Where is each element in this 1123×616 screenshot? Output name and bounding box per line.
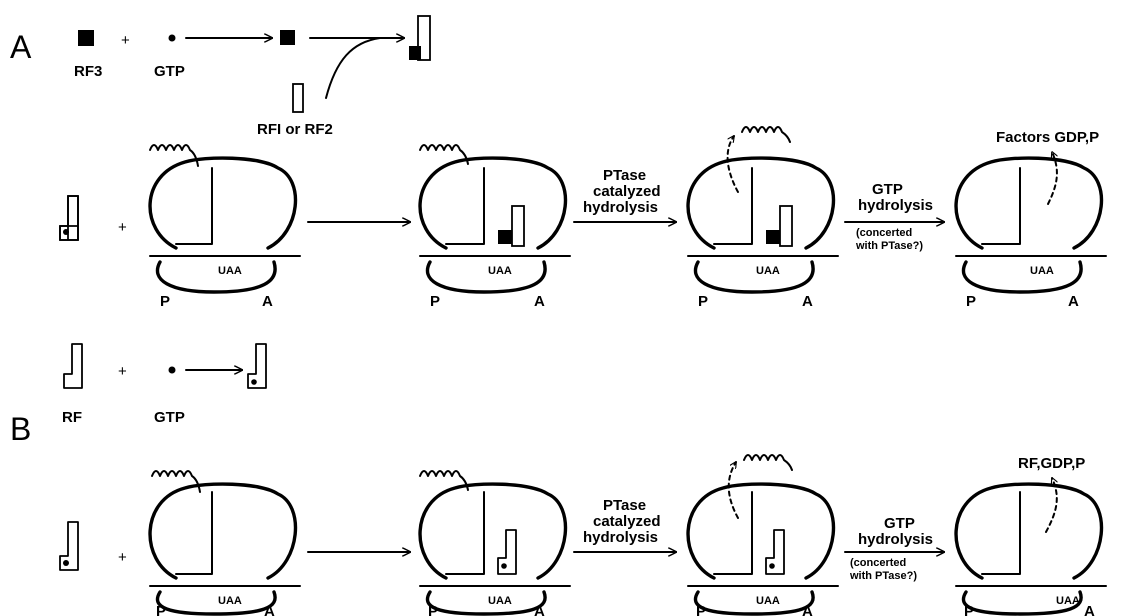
released-peptide-b xyxy=(744,455,792,470)
trna-b1 xyxy=(176,492,212,574)
rf-bound-2 xyxy=(512,206,524,246)
step2-note-1: (concerted xyxy=(856,227,912,239)
ribosome-row-b: + UAA P A UAA P A PTase catalyzed xyxy=(60,455,1106,616)
trna-4 xyxy=(982,168,1020,244)
site-a-b3: A xyxy=(802,603,813,616)
codon-label-b1: UAA xyxy=(218,595,242,607)
rf-option-label: RFI or RF2 xyxy=(257,121,333,138)
trna-b3 xyxy=(714,492,752,574)
ribosome-1: UAA P A xyxy=(150,145,300,310)
step2-hydrolysis-b: hydrolysis xyxy=(858,531,933,548)
ribosome-2-b: UAA P A xyxy=(420,471,570,616)
rf-label-b: RF xyxy=(62,409,82,426)
codon-label-b4: UAA xyxy=(1056,595,1080,607)
plus-sign-b: + xyxy=(118,363,127,380)
gtp-dot-reactant-b xyxy=(63,560,69,566)
site-a-b1: A xyxy=(264,603,275,616)
merge-curve xyxy=(326,38,380,98)
site-p-2: P xyxy=(430,293,440,310)
trna-2 xyxy=(446,168,484,244)
step1-catalyzed-b: catalyzed xyxy=(593,513,661,530)
step2-gtp-b: GTP xyxy=(884,515,915,532)
gtp-dot-reactant xyxy=(63,229,69,235)
site-a-b2: A xyxy=(534,603,545,616)
step2-gtp: GTP xyxy=(872,181,903,198)
step2-hydrolysis: hydrolysis xyxy=(858,197,933,214)
gtp-label-b: GTP xyxy=(154,409,185,426)
step1-ptase: PTase xyxy=(603,167,646,184)
codon-label-b3: UAA xyxy=(756,595,780,607)
rf-gtp-product-b xyxy=(248,344,266,388)
rf3-square-product xyxy=(409,46,421,60)
released-factors-label: Factors GDP,P xyxy=(996,129,1099,146)
site-p-b2: P xyxy=(428,603,438,616)
site-p-b3: P xyxy=(696,603,706,616)
trna-b2 xyxy=(446,492,484,574)
step1-hydrolysis: hydrolysis xyxy=(583,199,658,216)
step1-hydrolysis-b: hydrolysis xyxy=(583,529,658,546)
site-p-3: P xyxy=(698,293,708,310)
released-rf-label: RF,GDP,P xyxy=(1018,455,1085,472)
site-p-4: P xyxy=(966,293,976,310)
site-a-b4: A xyxy=(1084,603,1095,616)
rf-bound-b3 xyxy=(766,530,784,574)
step1-ptase-b: PTase xyxy=(603,497,646,514)
step2-note-2: with PTase?) xyxy=(855,240,923,252)
site-a-2: A xyxy=(534,293,545,310)
rf3-bound-2 xyxy=(498,230,512,244)
released-peptide xyxy=(742,127,790,142)
ribosome-row-a: + UAA P A UAA P A PTase cata xyxy=(60,127,1106,310)
release-arrow-peptide-b xyxy=(729,462,738,518)
ribosome-4-b: UAA P A xyxy=(956,478,1106,616)
release-arrow-peptide xyxy=(728,136,738,192)
plus-sign-row: + xyxy=(118,219,127,236)
ribosome-4: UAA P A xyxy=(956,152,1106,310)
ribosome-2: UAA P A xyxy=(420,145,570,310)
gtp-dot-b3 xyxy=(769,563,775,569)
trna-b4 xyxy=(982,492,1020,574)
site-a: A xyxy=(262,293,273,310)
step2-note-b1: (concerted xyxy=(850,557,906,569)
rf3-label: RF3 xyxy=(74,63,102,80)
site-p-b1: P xyxy=(156,603,166,616)
peptide-chain xyxy=(150,145,198,166)
step1-catalyzed: catalyzed xyxy=(593,183,661,200)
plus-sign: + xyxy=(121,32,130,49)
gtp-label: GTP xyxy=(154,63,185,80)
rf-reactant-b xyxy=(64,344,82,388)
trna xyxy=(176,168,212,244)
rf-gtp-reactant xyxy=(60,196,78,240)
step2-note-b2: with PTase?) xyxy=(849,570,917,582)
site-a-4: A xyxy=(1068,293,1079,310)
site-p: P xyxy=(160,293,170,310)
gtp-dot xyxy=(169,35,176,42)
panel-a-label: A xyxy=(10,29,32,65)
rf3-gtp-square xyxy=(280,30,295,45)
panel-b-label: B xyxy=(10,411,31,447)
gtp-dot-product-b xyxy=(251,379,257,385)
gtp-dot-b2 xyxy=(501,563,507,569)
rf1-rf2-bar xyxy=(293,84,303,112)
rf-bound-b2 xyxy=(498,530,516,574)
site-a-3: A xyxy=(802,293,813,310)
rf-gtp-reactant-b xyxy=(60,522,78,570)
rf3-square xyxy=(78,30,94,46)
trna-3 xyxy=(714,168,752,244)
codon-label-2: UAA xyxy=(488,265,512,277)
rf3-bound-3 xyxy=(766,230,780,244)
peptide-chain-b1 xyxy=(152,471,200,492)
rf-bound-3 xyxy=(780,206,792,246)
codon-label-3: UAA xyxy=(756,265,780,277)
gtp-dot-b xyxy=(169,367,176,374)
codon-label-4: UAA xyxy=(1030,265,1054,277)
ribosome-1-b: UAA P A xyxy=(150,471,300,616)
panel-a: A RF3 + GTP RFI or RF2 xyxy=(10,16,430,138)
plus-sign-row-b: + xyxy=(118,549,127,566)
site-p-b4: P xyxy=(964,603,974,616)
codon-label: UAA xyxy=(218,265,242,277)
panel-b: B RF + GTP xyxy=(10,344,266,447)
codon-label-b2: UAA xyxy=(488,595,512,607)
ribosome-3: UAA P A xyxy=(688,127,838,310)
ribosome-3-b: UAA P A xyxy=(688,455,838,616)
